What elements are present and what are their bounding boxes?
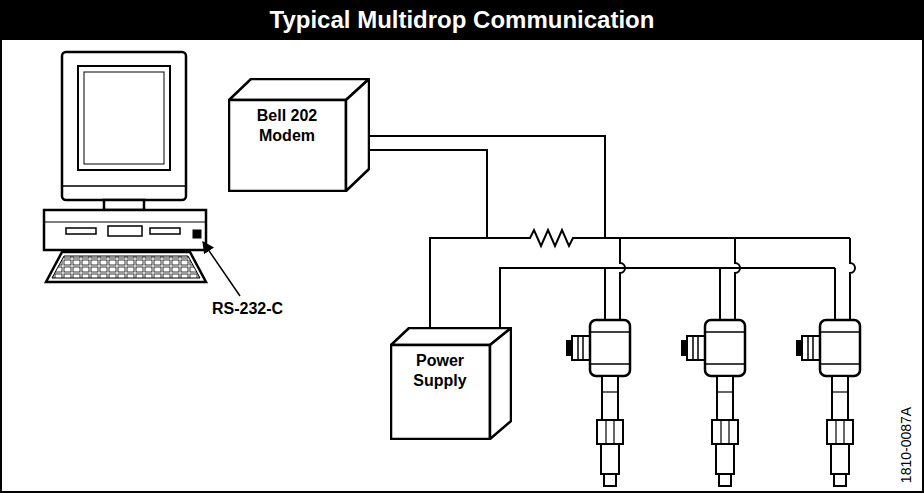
signal-label: RS-232-C [212, 300, 283, 318]
wire [719, 268, 721, 320]
wire [834, 268, 836, 320]
resistor-symbol [430, 230, 850, 246]
leader-arrow [203, 242, 240, 296]
wire [500, 268, 835, 327]
wire [604, 268, 606, 320]
wire [735, 238, 740, 320]
wire-connector [370, 150, 487, 327]
figure-title: Typical Multidrop Communication [0, 0, 924, 40]
box-label: Power Supply [400, 327, 480, 391]
drawing-number: 1810-0087A [897, 395, 915, 493]
power-supply-box: Power Supply [390, 327, 512, 440]
wire [620, 238, 625, 320]
wire [850, 238, 855, 320]
computer [44, 52, 206, 282]
drop-wires [605, 238, 855, 320]
modem-box: Bell 202 Modem [228, 78, 370, 192]
box-label: Bell 202 Modem [239, 78, 335, 146]
